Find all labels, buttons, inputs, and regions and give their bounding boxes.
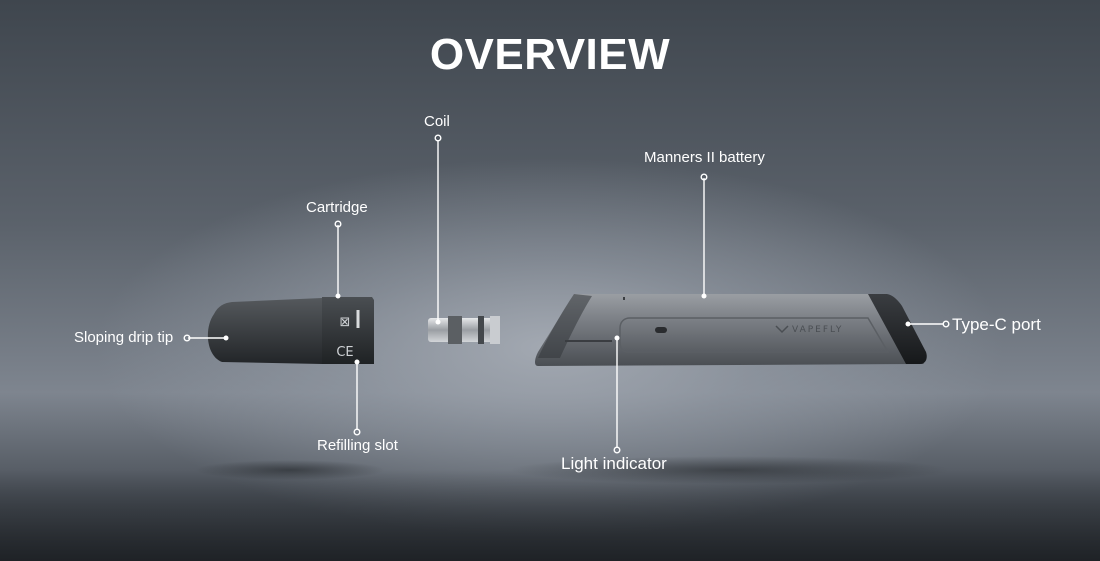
brand-mark: VAPEFLY	[792, 325, 843, 335]
type-c-leader-dot	[942, 320, 950, 328]
leader-lines	[188, 140, 944, 448]
refilling-slot-label: Refilling slot	[317, 437, 398, 454]
light-indicator-shape	[655, 327, 667, 333]
coil-cap-shape	[490, 316, 500, 344]
light-indicator-label: Light indicator	[561, 454, 667, 473]
battery-anchor-dot	[701, 293, 707, 299]
leader-dots	[183, 134, 950, 454]
battery-illustration: VAPEFLY	[535, 294, 927, 366]
coil-ring-shape	[478, 316, 484, 344]
battery-bevel-shape	[538, 294, 592, 358]
coil-leader-dot	[434, 134, 442, 142]
drip-tip-label: Sloping drip tip	[74, 329, 174, 346]
ce-mark-icon: CE	[336, 345, 353, 360]
cartridge-illustration: ⊠ CE	[207, 297, 374, 364]
cartridge-shadow	[195, 460, 385, 480]
drip-tip-shape	[207, 298, 322, 364]
coil-anchor-dot	[435, 319, 441, 325]
cartridge-label: Cartridge	[306, 199, 368, 216]
coil-illustration	[428, 316, 500, 344]
battery-end-cap-shape	[868, 294, 927, 364]
battery-shadow	[510, 456, 950, 484]
type-c-port-label: Type-C port	[952, 315, 1041, 334]
cartridge-body-shape	[322, 297, 374, 364]
floor-shadow	[0, 470, 1100, 561]
refilling-slot-anchor-dot	[354, 359, 360, 365]
refilling-slot-leader-dot	[353, 428, 361, 436]
battery-label: Manners II battery	[644, 149, 765, 166]
battery-leader-dot	[700, 173, 708, 181]
cartridge-anchor-dot	[335, 293, 341, 299]
coil-label: Coil	[424, 113, 450, 130]
drip-tip-leader-dot	[183, 334, 191, 342]
light-indicator-leader-dot	[613, 446, 621, 454]
battery-body-shape	[535, 294, 924, 366]
page-title: OVERVIEW	[429, 30, 671, 79]
type-c-anchor-dot	[905, 321, 911, 327]
battery-panel-outline	[619, 317, 890, 353]
brand-logo-icon	[775, 325, 789, 334]
light-indicator-anchor-dot	[614, 335, 620, 341]
disposal-mark-icon: ⊠	[340, 315, 351, 330]
drip-tip-anchor-dot	[223, 335, 229, 341]
cartridge-leader-dot	[334, 220, 342, 228]
coil-band-shape	[448, 316, 462, 344]
